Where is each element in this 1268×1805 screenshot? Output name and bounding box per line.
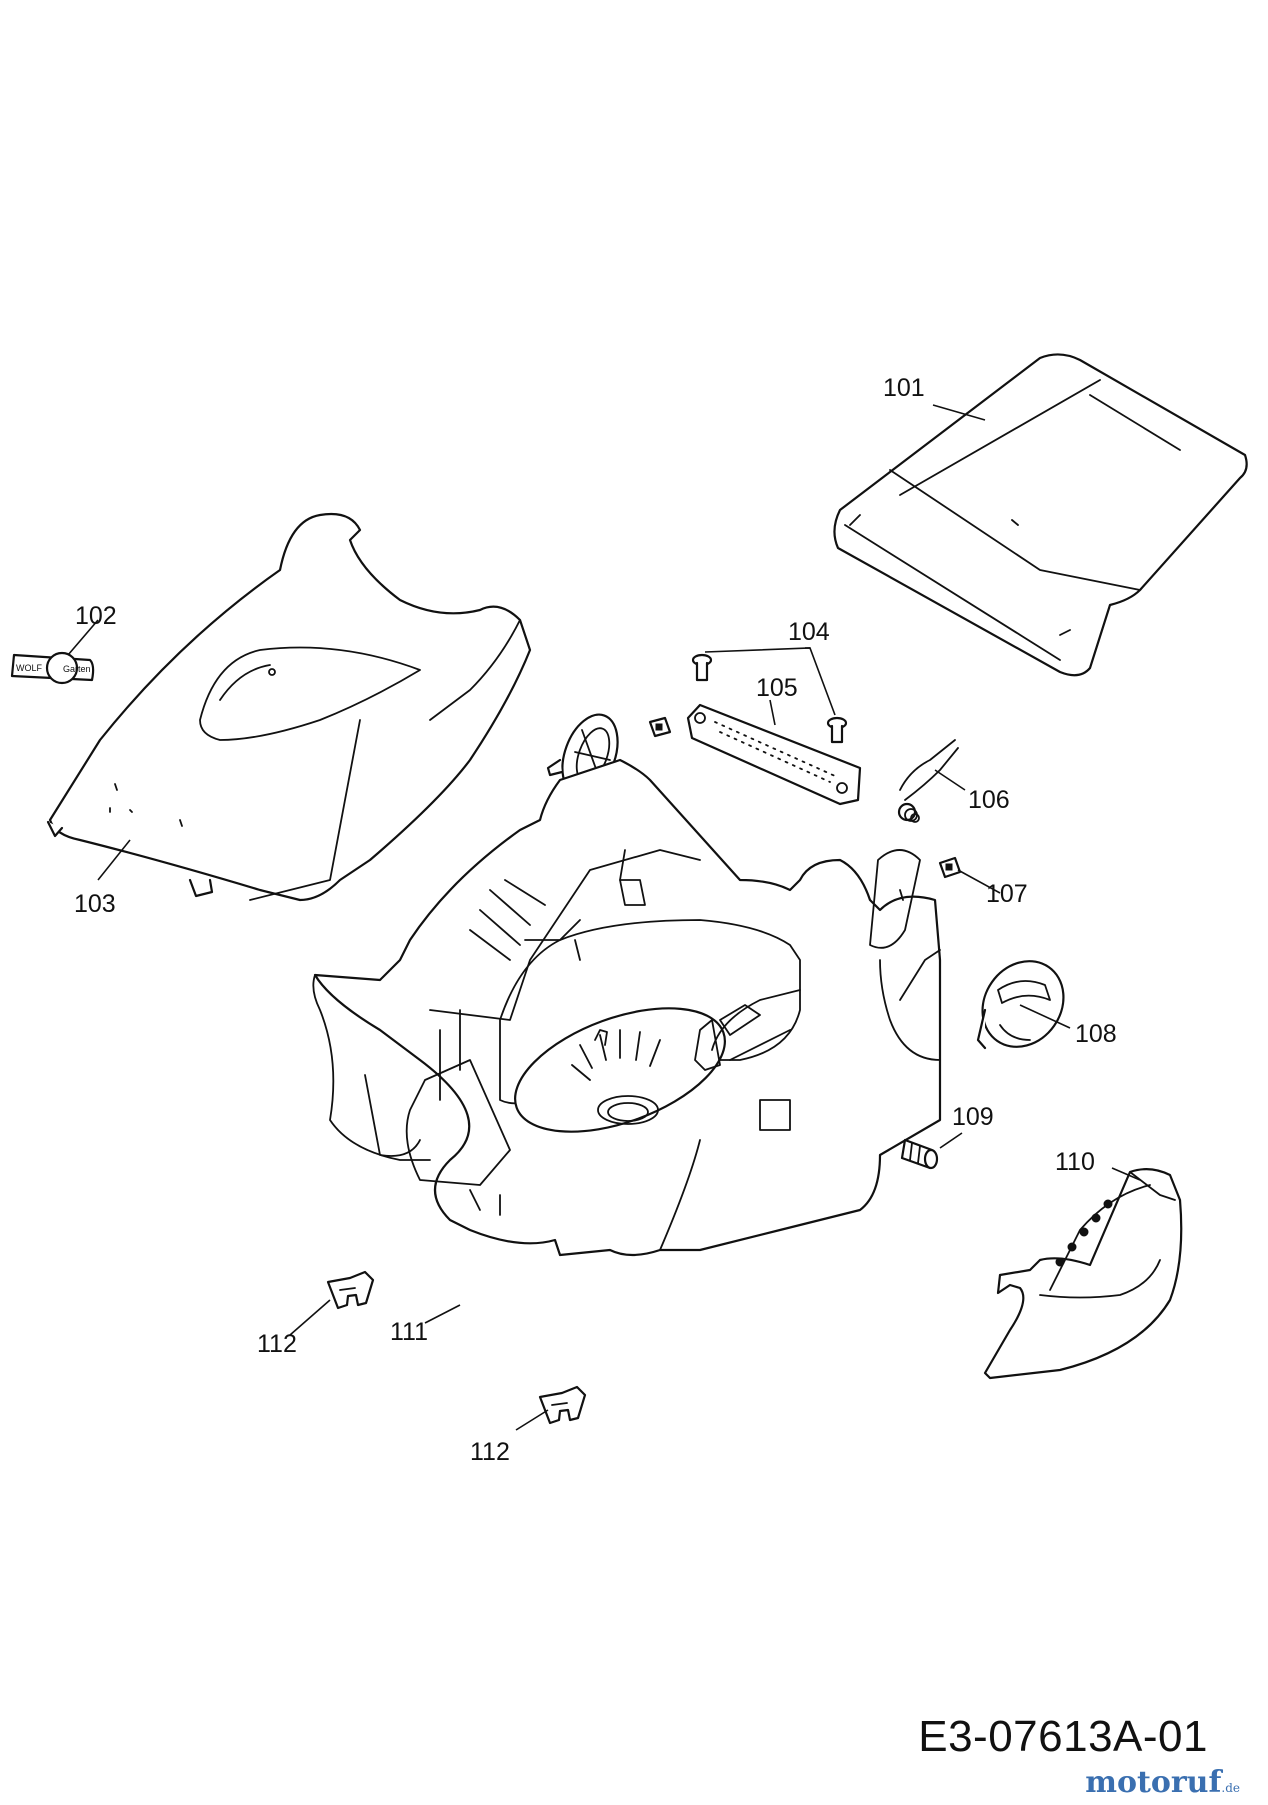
callout-105: 105 xyxy=(756,674,798,702)
part-105-handle-bar xyxy=(686,703,862,806)
part-102-logo-badge: WOLF Garten xyxy=(10,651,95,685)
diagram-code: E3-07613A-01 xyxy=(918,1712,1208,1761)
part-square-nut xyxy=(648,716,672,738)
callout-102: 102 xyxy=(75,602,117,630)
part-103-hood xyxy=(46,512,532,902)
callout-106: 106 xyxy=(968,786,1010,814)
callout-101: 101 xyxy=(883,374,925,402)
part-108-knob xyxy=(976,960,1065,1050)
part-107-clip xyxy=(938,856,962,879)
logo-text-right: Garten xyxy=(63,664,91,674)
callout-112-a: 112 xyxy=(257,1330,297,1358)
part-112-clip-a xyxy=(326,1270,375,1310)
callout-labels: 101 102 103 104 105 106 107 108 109 110 … xyxy=(74,374,1117,1466)
watermark-name: motoruf xyxy=(1085,1765,1222,1800)
part-101-lid xyxy=(833,353,1248,677)
part-106-spring xyxy=(897,739,959,823)
part-109-pin xyxy=(900,1138,939,1170)
callout-112-b: 112 xyxy=(470,1438,510,1466)
leader-lines xyxy=(67,404,1141,1431)
callout-111: 111 xyxy=(390,1318,428,1346)
watermark-logo: motoruf.de xyxy=(1085,1765,1240,1800)
callout-107: 107 xyxy=(986,880,1028,908)
callout-104: 104 xyxy=(788,618,830,646)
part-110-adjust-cover xyxy=(983,1168,1183,1380)
part-111-chassis xyxy=(312,758,942,1257)
logo-text-left: WOLF xyxy=(16,663,43,673)
part-112-clip-b xyxy=(538,1385,587,1425)
part-104-screw-a xyxy=(691,653,713,682)
callout-108: 108 xyxy=(1075,1020,1117,1048)
callout-103: 103 xyxy=(74,890,116,918)
callout-110: 110 xyxy=(1055,1148,1095,1176)
part-104-screw-b xyxy=(826,716,848,744)
watermark-tld: .de xyxy=(1221,1781,1240,1795)
callout-109: 109 xyxy=(952,1103,994,1131)
